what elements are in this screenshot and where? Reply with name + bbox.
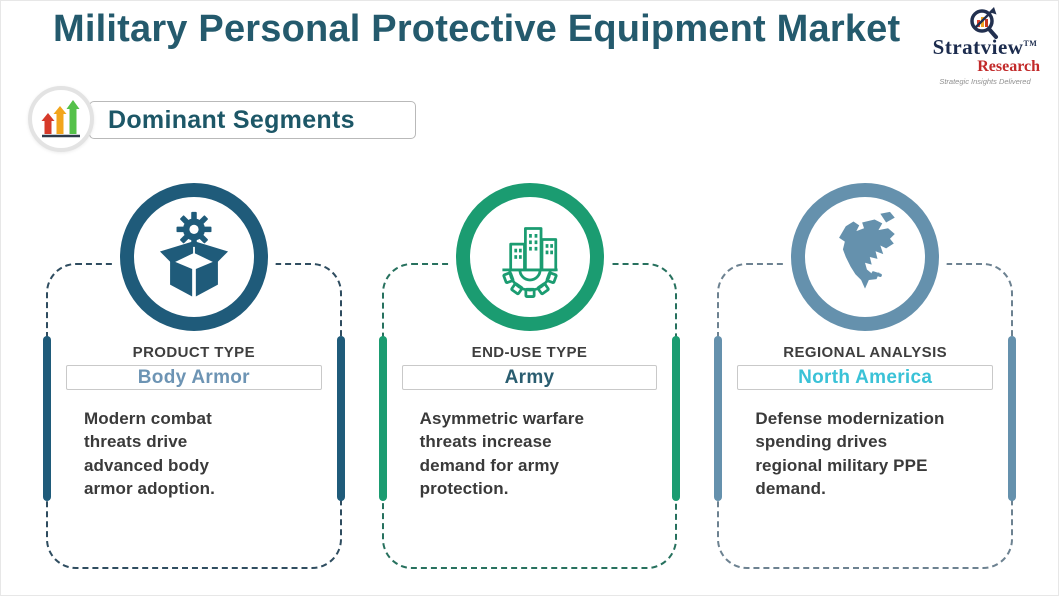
logo-brand-text: StratviewTM	[932, 35, 1038, 59]
trademark-symbol: TM	[1023, 39, 1038, 48]
card-category: REGIONAL ANALYSIS	[783, 344, 948, 361]
stratview-logo: StratviewTM Research Strategic Insights …	[926, 5, 1044, 86]
card-value-box: Body Armor	[66, 365, 322, 390]
card-value-box: North America	[737, 365, 994, 390]
arrow-orange	[53, 106, 67, 134]
card-regional-analysis: REGIONAL ANALYSIS North America Defense …	[714, 175, 1017, 569]
card-description: Defense modernization spending drives re…	[755, 409, 945, 498]
logo-tagline: Strategic Insights Delivered	[939, 77, 1031, 86]
page-title: Military Personal Protective Equipment M…	[53, 8, 901, 50]
badge-label: Dominant Segments	[108, 105, 355, 134]
card-description: Asymmetric warfare threats increase dema…	[419, 409, 585, 498]
card-value: North America	[798, 366, 933, 388]
card-value: Army	[504, 366, 555, 388]
magnifier-chart-icon	[970, 7, 998, 39]
card-value: Body Armor	[137, 366, 250, 388]
buildings-gear-icon	[455, 183, 604, 331]
arrow-green	[66, 100, 80, 134]
card-category: END-USE TYPE	[471, 344, 588, 361]
accent-bar-right	[336, 336, 345, 501]
growth-arrows-icon	[28, 86, 94, 152]
card-description: Modern combat threats drive advanced bod…	[84, 409, 215, 498]
arrow-red	[41, 113, 55, 134]
icon-halo	[111, 175, 276, 339]
growth-arrows-glyph	[41, 100, 80, 138]
icon-halo	[447, 175, 612, 339]
accent-bar-right	[672, 336, 681, 501]
open-box-gear-icon	[119, 183, 268, 331]
card-end-use-type: END-USE TYPE Army Asymmetric warfare thr…	[378, 175, 681, 569]
card-product-type: PRODUCT TYPE Body Armor Modern combat th…	[43, 175, 345, 569]
accent-bar-left	[378, 336, 387, 501]
accent-bar-left	[714, 336, 723, 501]
buildings-gear-glyph	[501, 227, 558, 298]
dominant-segments-badge: Dominant Segments	[89, 101, 416, 139]
accent-bar-right	[1008, 336, 1017, 501]
card-value-box: Army	[401, 365, 658, 390]
logo-subbrand-text: Research	[977, 58, 1040, 75]
north-america-map-icon	[791, 183, 940, 331]
accent-bar-left	[43, 336, 51, 501]
open-box-gear-glyph	[159, 211, 228, 297]
north-america-map-glyph	[839, 211, 895, 289]
icon-halo	[783, 175, 948, 339]
segment-cards: PRODUCT TYPE Body Armor Modern combat th…	[43, 175, 1017, 569]
card-category: PRODUCT TYPE	[132, 344, 255, 361]
